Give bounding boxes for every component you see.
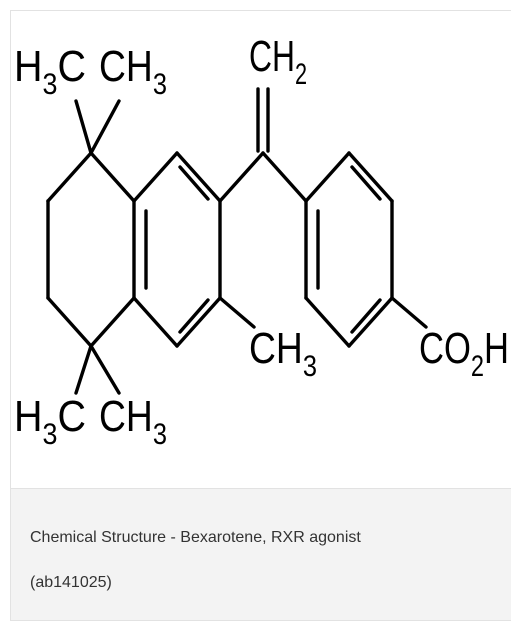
bond [46,151,93,203]
bond [175,151,222,203]
bond [178,298,210,334]
bond [132,151,179,203]
ch2-label: CH2 [249,32,307,91]
bond [261,151,308,203]
bond [390,296,428,329]
image-caption: Chemical Structure - Bexarotene, RXR ago… [11,488,511,620]
bond [89,296,136,348]
bond [350,298,382,334]
bond [132,296,179,348]
ch3-middle-label: CH3 [249,324,317,383]
bond [178,165,210,201]
bond [218,296,256,329]
bond [74,99,93,155]
h3c-top-label: H3C [14,42,86,101]
bond [74,344,93,395]
bond [347,296,394,348]
bond [46,296,93,348]
bond [89,99,121,155]
ch3-top-label: CH3 [99,42,167,101]
bond [89,344,121,395]
bond-lines [46,87,428,395]
bond [89,151,136,203]
bond [347,151,394,203]
caption-title: Chemical Structure - Bexarotene, RXR ago… [30,529,361,546]
bond [350,165,382,201]
bond [218,151,265,203]
bond [304,151,351,203]
bond [175,296,222,348]
caption-catalog-number: (ab141025) [30,574,112,591]
bond [304,296,351,348]
ch3-bottom-label: CH3 [99,392,167,451]
h3c-bottom-label: H3C [14,392,86,451]
